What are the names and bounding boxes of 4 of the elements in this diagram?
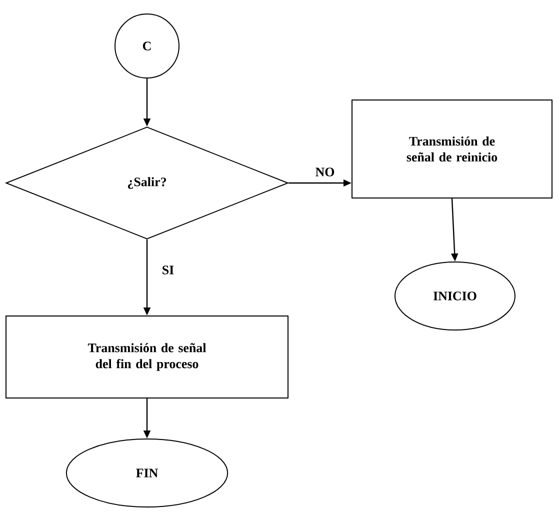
process-box: Transmisión de señal del fin del proceso bbox=[6, 316, 288, 398]
edge-label: SI bbox=[162, 266, 174, 274]
edge-label: NO bbox=[316, 168, 334, 176]
process-box: Transmisión de señal de reinicio bbox=[352, 100, 552, 198]
